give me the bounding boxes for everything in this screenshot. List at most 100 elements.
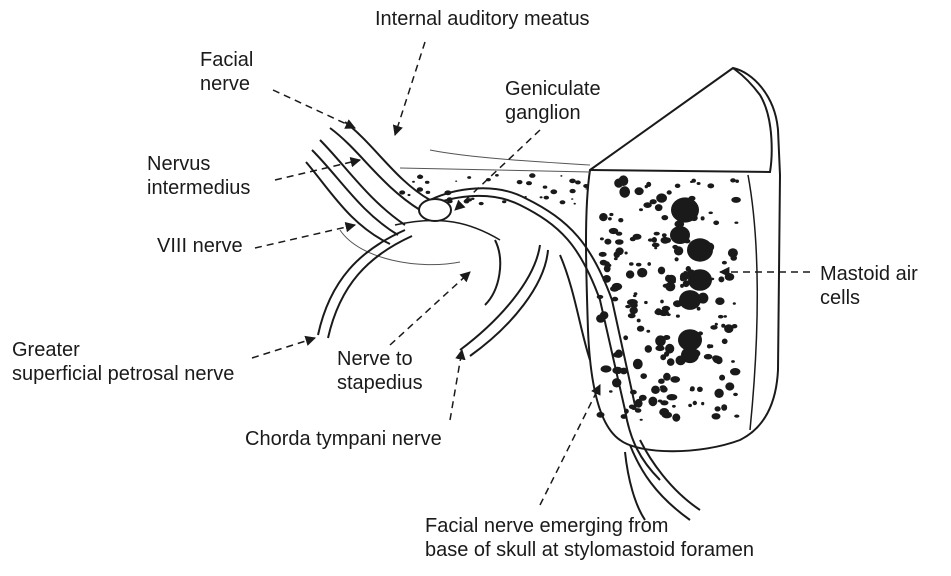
air-cell — [690, 349, 700, 357]
bone-speckle — [502, 200, 506, 203]
bone-speckle — [408, 194, 411, 196]
air-cell — [629, 262, 634, 265]
air-cell — [643, 202, 651, 208]
air-cell — [660, 400, 668, 405]
air-cell — [722, 339, 728, 345]
air-cell — [732, 324, 738, 328]
air-cell — [698, 340, 701, 344]
air-cell — [723, 315, 727, 318]
air-cell — [728, 248, 738, 257]
air-cell — [667, 394, 678, 400]
air-cell — [698, 331, 703, 335]
air-cell — [640, 373, 647, 379]
air-cell — [718, 276, 724, 282]
air-cell — [730, 368, 740, 375]
air-cell — [713, 221, 719, 226]
air-cell — [619, 186, 630, 197]
air-cell — [672, 405, 676, 408]
air-cell — [648, 397, 657, 407]
air-cell — [645, 345, 652, 353]
air-cell — [667, 358, 675, 366]
bone-speckle — [550, 189, 557, 194]
air-cell — [701, 402, 704, 405]
air-cell — [685, 203, 689, 206]
air-cell — [710, 344, 714, 348]
air-cell — [675, 257, 679, 261]
air-cell — [675, 184, 681, 188]
air-cell — [700, 255, 703, 258]
air-cell — [684, 211, 694, 220]
bone-speckle — [412, 181, 415, 183]
air-cell — [731, 360, 735, 363]
air-cell — [639, 208, 643, 211]
air-cell — [662, 412, 672, 419]
bone-speckle — [560, 175, 562, 177]
air-cell — [637, 268, 647, 278]
air-cell — [600, 260, 608, 266]
air-cell — [697, 307, 701, 311]
air-cell — [710, 325, 717, 330]
air-cell — [600, 237, 604, 240]
bone-speckle — [571, 198, 573, 200]
air-cell — [597, 412, 605, 418]
bone-speckle — [570, 189, 576, 193]
air-cell — [715, 297, 724, 305]
bone-speckle — [426, 191, 431, 194]
air-cell — [656, 308, 661, 311]
air-cell — [690, 247, 699, 254]
air-cell — [731, 197, 741, 203]
air-cell — [647, 262, 651, 266]
air-cell — [670, 376, 680, 383]
air-cell — [655, 345, 664, 351]
air-cell — [661, 237, 670, 244]
air-cell — [615, 239, 624, 245]
air-cell — [674, 220, 684, 227]
bone-speckle — [495, 174, 499, 177]
air-cell — [654, 232, 660, 236]
bone-speckle — [455, 181, 457, 182]
air-cell — [610, 286, 619, 292]
label-facial-nerve: Facial nerve — [200, 48, 253, 96]
air-cell — [640, 419, 643, 421]
label-greater-superficial-petrosal-nerve: Greater superficial petrosal nerve — [12, 338, 234, 386]
label-internal-auditory-meatus: Internal auditory meatus — [375, 7, 590, 31]
air-cell — [684, 272, 694, 278]
air-cell — [684, 199, 690, 203]
label-nervus-intermedius: Nervus intermedius — [147, 152, 250, 200]
air-cell — [704, 354, 713, 360]
bone-speckle — [574, 203, 576, 205]
label-nerve-to-stapedius: Nerve to stapedius — [337, 347, 423, 395]
air-cell — [701, 216, 705, 220]
air-cell — [663, 335, 670, 340]
bone-speckle — [546, 197, 549, 199]
air-cell — [601, 365, 612, 372]
air-cell — [646, 330, 650, 333]
air-cell — [664, 351, 669, 357]
nerve-bundle — [306, 122, 700, 520]
air-cell — [615, 350, 623, 358]
air-cell — [712, 413, 721, 419]
air-cell — [616, 247, 624, 255]
air-cell — [721, 404, 727, 411]
air-cell — [673, 300, 682, 307]
bone-speckle — [575, 180, 581, 184]
air-cell — [711, 278, 715, 281]
bone-speckle — [560, 200, 566, 204]
air-cell — [730, 178, 736, 182]
bone-speckle — [540, 196, 543, 198]
bone-speckle — [529, 173, 535, 178]
air-cell — [676, 356, 686, 366]
air-cell — [633, 359, 643, 370]
label-viii-nerve: VIII nerve — [157, 234, 243, 258]
label-facial-nerve-emerging: Facial nerve emerging from base of skull… — [425, 514, 754, 562]
air-cell — [691, 179, 696, 183]
air-cell — [658, 267, 665, 275]
air-cell — [622, 188, 626, 190]
air-cell — [687, 335, 692, 340]
air-cell — [637, 326, 644, 332]
air-cell — [637, 319, 641, 323]
air-cell — [627, 299, 638, 306]
air-cell — [688, 295, 698, 305]
